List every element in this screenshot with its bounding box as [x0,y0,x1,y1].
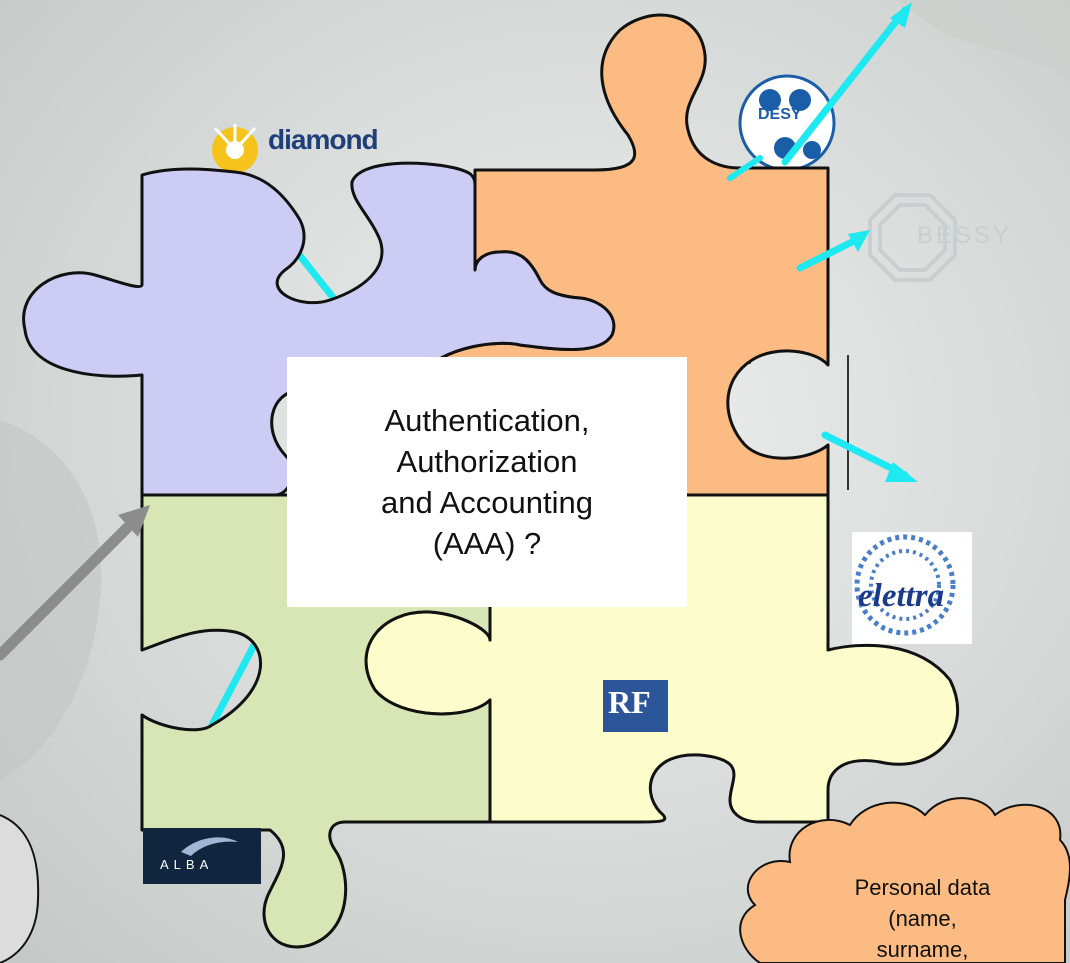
bessy-logo [868,193,957,282]
cyan-line [208,626,266,729]
aaa-line-3: and Accounting [380,485,593,520]
arrowhead [885,462,918,482]
aaa-line-4: (AAA) ? [432,526,542,561]
desy-logo [738,74,836,172]
cloud-line-2: (name, [888,906,957,931]
rf-logo-text: RF [608,684,651,720]
cyan-arrow-bessy [796,234,864,272]
elettra-logo [852,532,972,644]
desy-logo-text: DESY [758,106,802,123]
arrowhead [890,2,912,28]
arrowhead [848,230,870,252]
aaa-text-box: Authentication, Authorization and Accoun… [287,357,687,607]
partial-circle [0,814,40,963]
map-sea-shading [900,0,1070,80]
cloud-line-1: Personal data [854,875,991,900]
aaa-line-2: Authorization [396,444,578,479]
alba-logo [143,828,261,884]
puzzle-piece-blue [22,161,616,497]
diamond-logo-text: diamond [268,124,379,155]
cyan-arrow-desy [727,155,763,181]
personal-data-text: Personal data (name, surname, [790,872,1055,963]
puzzle-piece-green [140,493,492,949]
alba-swoosh-icon [181,837,238,856]
alba-logo-text: ALBA [160,857,214,872]
cyan-arrow-north [781,6,909,166]
bessy-logo-text: BESSY [917,222,1013,249]
elettra-logo-text: elettra [858,578,945,614]
rf-logo [603,680,668,732]
cloud-line-3: surname, [876,937,969,962]
arrowhead [118,505,150,537]
gray-arrow [0,509,146,661]
personal-data-cloud [739,797,1070,963]
diamond-logo [212,124,258,173]
aaa-line-1: Authentication, [384,403,590,438]
arrows [0,2,918,661]
